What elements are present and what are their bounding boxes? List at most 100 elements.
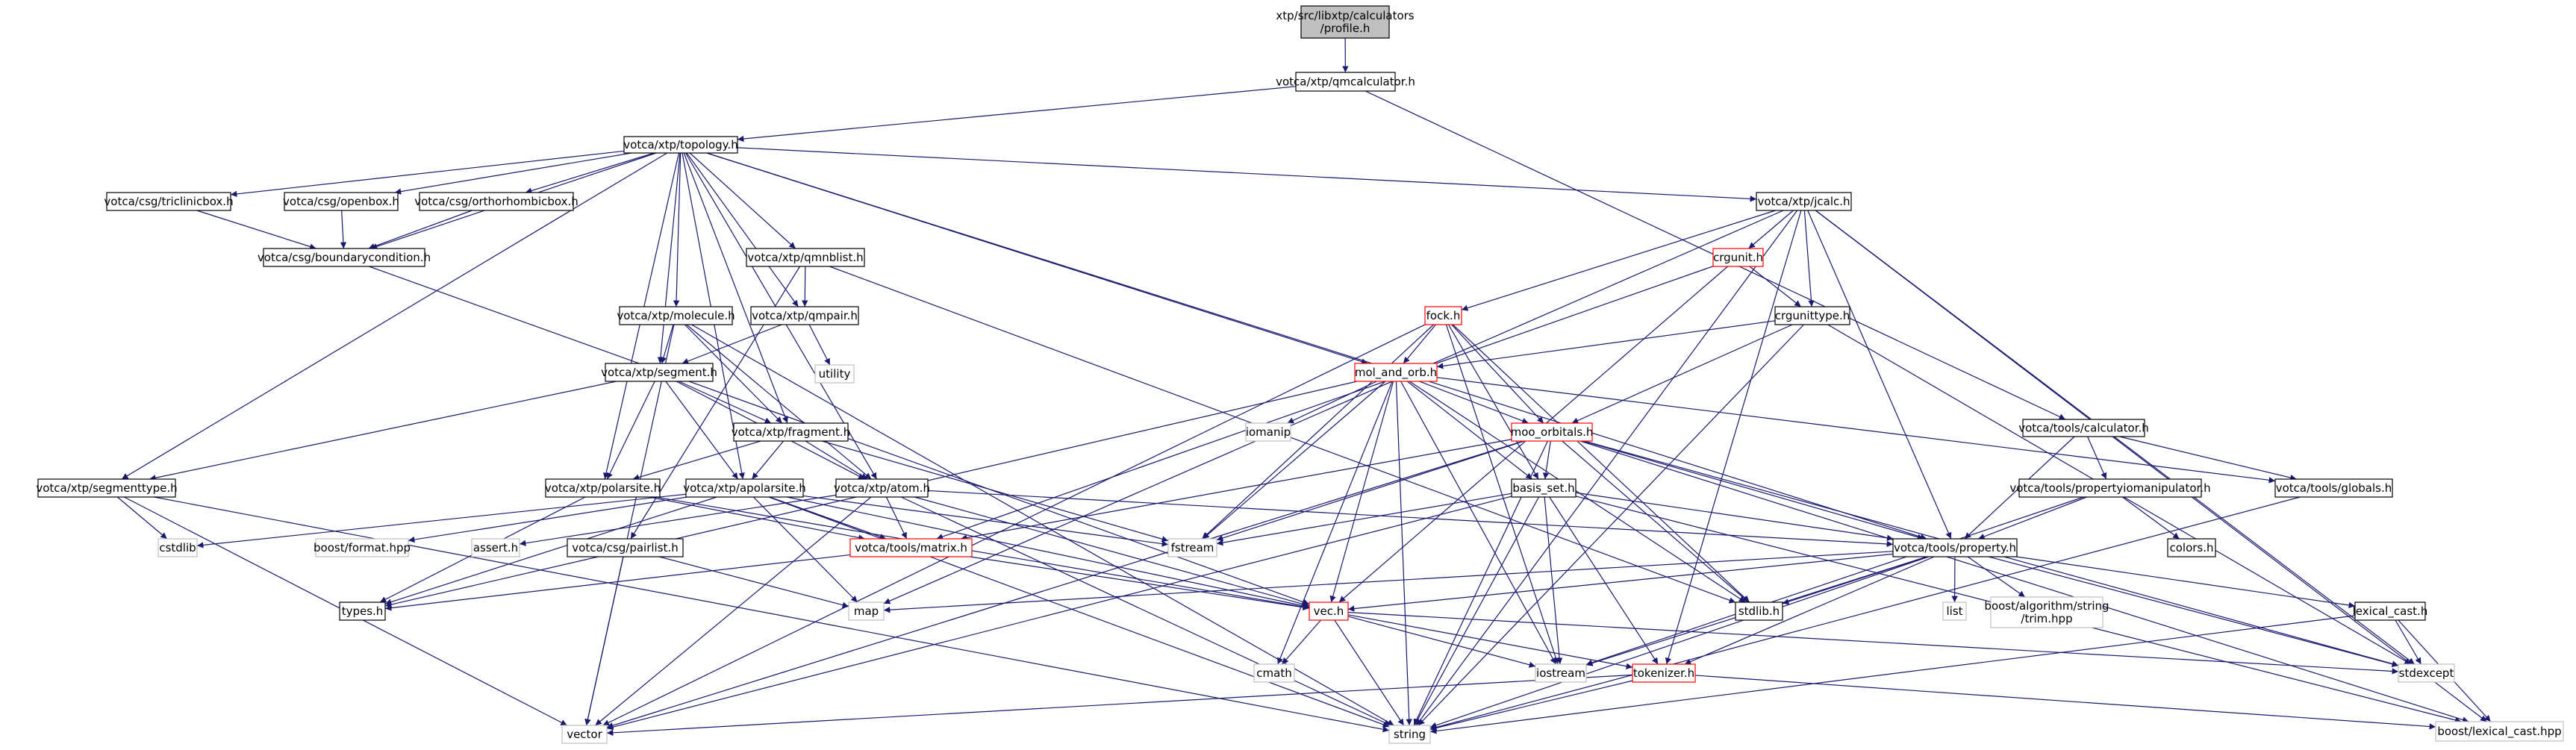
node-stdexcept[interactable]: stdexcept — [2398, 663, 2455, 683]
node-vec[interactable]: vec.h — [1309, 601, 1349, 621]
node-box — [605, 363, 714, 382]
edge-polarsite-to-matrix — [649, 496, 865, 541]
edge-crgunittype-to-string — [1418, 324, 1804, 726]
node-crgunit[interactable]: crgunit.h — [1712, 248, 1764, 267]
node-qmcalculator[interactable]: votca/xtp/qmcalculator.h — [1276, 72, 1415, 92]
node-molecule[interactable]: votca/xtp/molecule.h — [617, 306, 735, 325]
node-label: basis_set.h — [1512, 481, 1574, 496]
node-lexical_cast[interactable]: lexical_cast.h — [2353, 601, 2428, 621]
node-profile[interactable]: xtp/src/libxtp/calculators/profile.h — [1276, 5, 1415, 39]
edge-atom-to-matrix — [885, 496, 908, 540]
node-label: votca/xtp/qmpair.h — [752, 309, 858, 322]
node-moo_orbitals[interactable]: moo_orbitals.h — [1511, 422, 1594, 442]
node-label: cmath — [1256, 666, 1291, 680]
node-fock[interactable]: fock.h — [1424, 306, 1462, 325]
edge-basis_set-to-iostream — [1544, 496, 1563, 665]
node-cstdlib[interactable]: cstdlib — [158, 538, 198, 557]
node-cmath[interactable]: cmath — [1253, 663, 1295, 683]
node-box — [2435, 721, 2564, 742]
node-box — [849, 538, 973, 557]
node-pairlist[interactable]: votca/csg/pairlist.h — [567, 538, 684, 557]
node-label: votca/tools/matrix.h — [855, 541, 967, 554]
edge-tokenizer-to-vector — [606, 674, 1633, 737]
node-topology[interactable]: votca/xtp/topology.h — [623, 136, 738, 154]
node-label: votca/xtp/molecule.h — [617, 309, 735, 322]
node-qmnblist[interactable]: votca/xtp/qmnblist.h — [746, 248, 865, 267]
node-label: moo_orbitals.h — [1511, 425, 1594, 440]
node-boostlexical[interactable]: boost/lexical_cast.hpp — [2435, 721, 2564, 742]
node-utility[interactable]: utility — [814, 364, 855, 384]
node-label: votca/tools/globals.h — [2276, 481, 2392, 495]
node-property[interactable]: votca/tools/property.h — [1892, 538, 2018, 557]
node-apolarsite[interactable]: votca/xtp/apolarsite.h — [683, 478, 806, 498]
edge-topology-to-qmpair — [686, 152, 799, 307]
node-label: /trim.hpp — [2021, 612, 2072, 625]
node-calc[interactable]: votca/xtp/jcalc.h — [1756, 192, 1852, 211]
edge-property-to-stdexcept — [1988, 556, 2399, 667]
node-label: vector — [567, 728, 602, 741]
node-label: tokenizer.h — [1633, 666, 1694, 680]
node-fragment[interactable]: votca/xtp/fragment.h — [732, 422, 850, 442]
node-stdlib[interactable]: stdlib.h — [1735, 601, 1783, 621]
edge-matrix-to-types — [384, 554, 851, 611]
edge-calc-to-crgunittype — [1803, 210, 1815, 307]
edge-pairlist-to-vector — [584, 556, 624, 726]
node-types[interactable]: types.h — [339, 601, 386, 621]
node-label: votca/xtp/segmenttype.h — [36, 481, 177, 495]
edge-moo_orbitals-to-vector — [606, 440, 1524, 729]
node-openbox[interactable]: votca/csg/openbox.h — [283, 192, 399, 211]
node-tools_calculator[interactable]: votca/tools/calculator.h — [2018, 419, 2149, 437]
node-matrix[interactable]: votca/tools/matrix.h — [849, 538, 973, 557]
node-polarsite[interactable]: votca/xtp/polarsite.h — [545, 478, 661, 498]
edge-topology-to-segmenttype — [121, 152, 667, 480]
node-qmpair[interactable]: votca/xtp/qmpair.h — [750, 306, 859, 325]
node-boostformat[interactable]: boost/format.hpp — [314, 538, 411, 557]
edge-fock-to-stdlib — [1452, 324, 1750, 603]
node-box — [2022, 419, 2145, 437]
node-vector[interactable]: vector — [561, 725, 608, 744]
edge-mol_and_orb-to-cmath — [1277, 381, 1393, 665]
node-crgunittype[interactable]: crgunittype.h — [1774, 306, 1850, 325]
node-basis_set[interactable]: basis_set.h — [1511, 478, 1577, 498]
edge-polarsite-to-vec — [655, 496, 1310, 610]
edge-topology-to-property — [706, 152, 1927, 540]
node-colors[interactable]: colors.h — [2167, 538, 2216, 557]
node-boundarycondition[interactable]: votca/csg/boundarycondition.h — [258, 248, 431, 267]
edge-tools_calculator-to-globals — [2119, 436, 2297, 481]
node-atom[interactable]: votca/xtp/atom.h — [834, 478, 930, 498]
node-label: types.h — [342, 604, 384, 618]
node-segment[interactable]: votca/xtp/segment.h — [601, 363, 717, 382]
edge-apolarsite-to-string — [768, 496, 1390, 728]
node-segmenttype[interactable]: votca/xtp/segmenttype.h — [36, 478, 178, 498]
node-label: votca/xtp/qmnblist.h — [747, 251, 863, 264]
edge-fock-to-fstream — [1202, 324, 1434, 540]
node-mol_and_orb[interactable]: mol_and_orb.h — [1354, 363, 1438, 382]
node-list[interactable]: list — [1942, 601, 1967, 621]
node-tokenizer[interactable]: tokenizer.h — [1632, 663, 1696, 683]
node-map[interactable]: map — [848, 601, 885, 621]
edge-apolarsite-to-boostformat — [408, 496, 687, 543]
edge-crgunittype-to-mol_and_orb — [1436, 320, 1776, 369]
node-label: boost/algorithm/string — [1984, 599, 2109, 613]
node-iostream[interactable]: iostream — [1535, 663, 1587, 683]
node-orthorhombicbox[interactable]: votca/csg/orthorhombicbox.h — [414, 192, 578, 211]
node-string[interactable]: string — [1388, 725, 1431, 744]
node-iomanip[interactable]: iomanip — [1245, 422, 1291, 442]
node-box — [1167, 538, 1217, 557]
edge-apolarsite-to-map — [752, 496, 858, 603]
node-globals[interactable]: votca/tools/globals.h — [2274, 478, 2393, 498]
node-label: votca/csg/orthorhombicbox.h — [414, 195, 578, 208]
edge-fragment-to-atom — [805, 440, 868, 480]
edge-apolarsite-to-matrix — [769, 496, 887, 540]
node-triclinicbox[interactable]: votca/csg/triclinicbox.h — [104, 192, 234, 211]
node-box — [1511, 478, 1577, 498]
node-asserth[interactable]: assert.h — [471, 538, 520, 557]
node-propertyiomanipulator[interactable]: votca/tools/propertyiomanipulator.h — [2009, 478, 2211, 498]
edge-atom-to-vec — [914, 496, 1310, 607]
edge-topology-to-calc — [737, 147, 1757, 202]
node-box — [1245, 422, 1291, 442]
node-boosttrim[interactable]: boost/algorithm/string/trim.hpp — [1984, 596, 2109, 628]
edge-lexical_cast-to-stdexcept — [2395, 619, 2422, 665]
node-fstream[interactable]: fstream — [1167, 538, 1217, 557]
